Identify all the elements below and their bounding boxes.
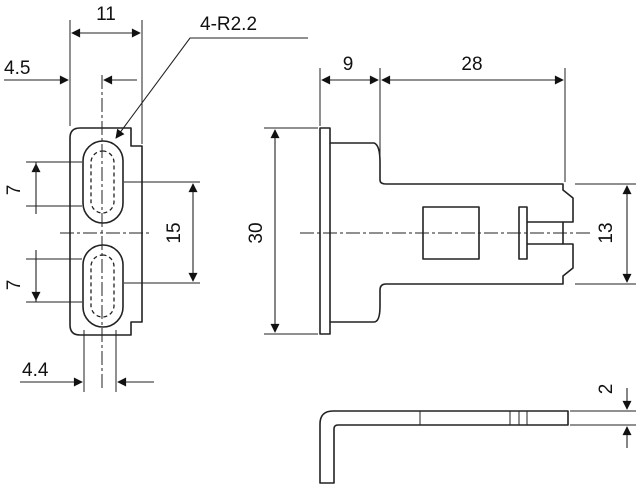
lower-slot bbox=[82, 244, 124, 328]
dim-height-label: 30 bbox=[246, 222, 267, 243]
bracket-outline bbox=[319, 127, 574, 335]
plate-outline bbox=[69, 127, 143, 336]
dim-pitch-label: 15 bbox=[164, 222, 185, 243]
upper-slot bbox=[82, 140, 124, 224]
dim-slot-lower-label: 7 bbox=[4, 280, 25, 291]
dim-flange-label: 9 bbox=[343, 54, 354, 75]
dim-arm-label: 28 bbox=[461, 54, 482, 75]
dim-slot-upper-label: 7 bbox=[4, 185, 25, 196]
dim-bottom-label: 4.4 bbox=[22, 360, 49, 381]
dim-width-label: 11 bbox=[96, 4, 116, 25]
left-view: 11 4.5 4-R2.2 7 7 15 4.4 bbox=[4, 4, 308, 392]
right-view: 9 28 30 13 bbox=[246, 54, 636, 335]
dim-thickness-label: 2 bbox=[596, 384, 617, 395]
dim-offset-label: 4.5 bbox=[4, 58, 30, 79]
dim-arm-height-label: 13 bbox=[596, 222, 617, 243]
l-profile-outline bbox=[319, 410, 569, 484]
radius-label: 4-R2.2 bbox=[200, 14, 257, 35]
radius-leader bbox=[115, 37, 308, 139]
side-view: 2 bbox=[319, 384, 636, 484]
